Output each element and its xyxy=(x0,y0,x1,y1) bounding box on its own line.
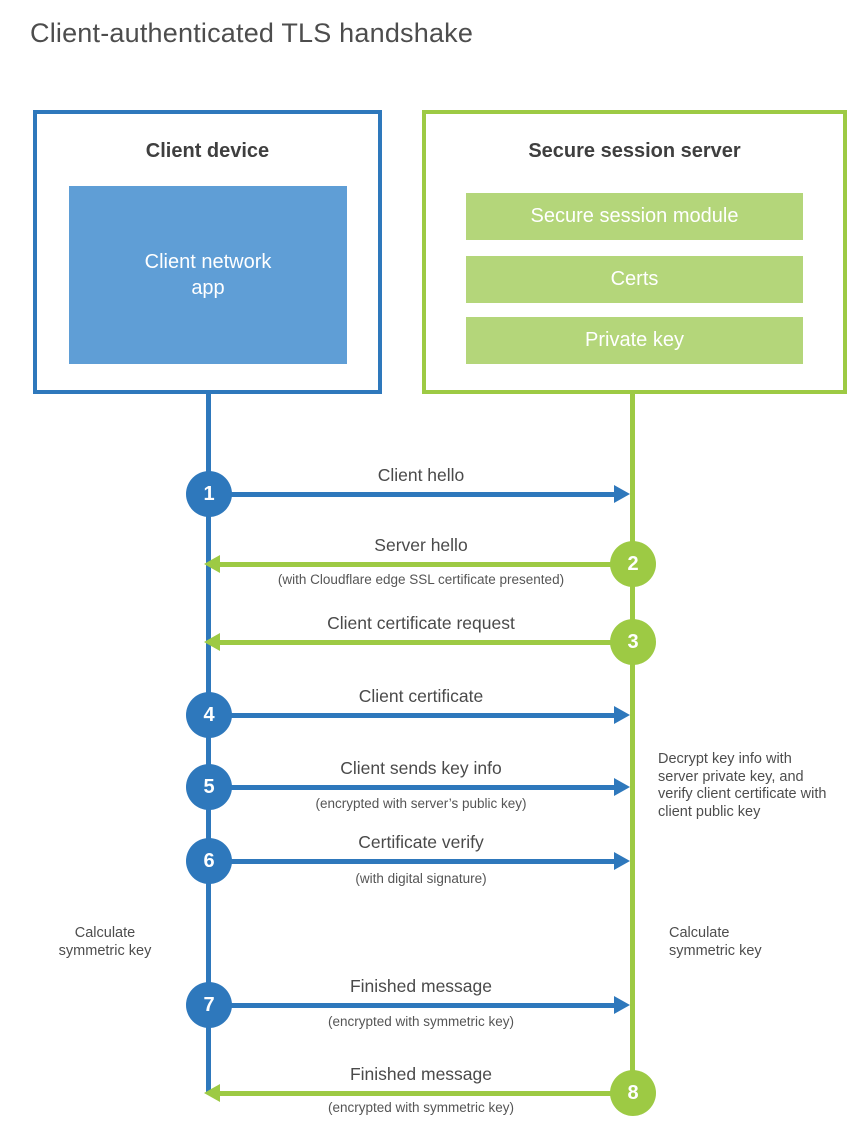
step-3-arrow xyxy=(220,640,633,645)
step-7-label: Finished message xyxy=(349,976,493,996)
server-lifeline xyxy=(630,394,635,1096)
client-device-box: Client device Client network app xyxy=(33,110,382,394)
step-3-circle: 3 xyxy=(610,619,656,665)
decrypt-note: Decrypt key info with server private key… xyxy=(658,751,827,820)
step-1-arrowhead-icon xyxy=(614,485,630,503)
step-3-arrowhead-icon xyxy=(204,633,220,651)
step-5-number: 5 xyxy=(203,775,215,798)
step-7-sublabel: (encrypted with symmetric key) xyxy=(327,1014,515,1029)
step-3-label: Client certificate request xyxy=(327,613,515,633)
step-2-arrow xyxy=(220,562,633,567)
step-8-arrowhead-icon xyxy=(204,1084,220,1102)
calculate-symmetric-key-server: Calculate symmetric key xyxy=(669,925,762,959)
step-2-number: 2 xyxy=(627,552,639,575)
secure-session-server-box: Secure session server Secure session mod… xyxy=(422,110,847,394)
client-device-title: Client device xyxy=(145,140,270,162)
step-8-arrow xyxy=(220,1091,633,1096)
step-7-arrowhead-icon xyxy=(614,996,630,1014)
step-1-circle: 1 xyxy=(186,471,232,517)
step-6-label: Certificate verify xyxy=(358,832,484,852)
step-2-circle: 2 xyxy=(610,541,656,587)
step-5-arrowhead-icon xyxy=(614,778,630,796)
step-4-arrowhead-icon xyxy=(614,706,630,724)
step-4-arrow xyxy=(209,713,616,718)
step-5-sublabel: (encrypted with server’s public key) xyxy=(315,796,527,811)
step-6-sublabel: (with digital signature) xyxy=(355,871,487,886)
step-1-number: 1 xyxy=(203,482,215,505)
server-module-certs: Certs xyxy=(466,256,803,303)
step-8-circle: 8 xyxy=(610,1070,656,1116)
calculate-symmetric-key-client: Calculate symmetric key xyxy=(58,925,152,959)
step-6-circle: 6 xyxy=(186,838,232,884)
step-3-number: 3 xyxy=(627,630,639,653)
secure-session-server-title: Secure session server xyxy=(528,140,741,162)
client-network-app-box: Client network app xyxy=(69,186,347,364)
step-5-circle: 5 xyxy=(186,764,232,810)
client-network-app-label: Client network app xyxy=(144,251,272,299)
step-1-arrow xyxy=(209,492,616,497)
step-5-arrow xyxy=(209,785,616,790)
client-lifeline xyxy=(206,394,211,1093)
server-module-private-key: Private key xyxy=(466,317,803,364)
step-4-circle: 4 xyxy=(186,692,232,738)
server-module-secure-session: Secure session module xyxy=(466,193,803,240)
step-4-number: 4 xyxy=(203,703,215,726)
step-8-number: 8 xyxy=(627,1081,639,1104)
step-7-circle: 7 xyxy=(186,982,232,1028)
step-2-arrowhead-icon xyxy=(204,555,220,573)
step-7-arrow xyxy=(209,1003,616,1008)
step-2-sublabel: (with Cloudflare edge SSL certificate pr… xyxy=(277,572,565,587)
step-8-label: Finished message xyxy=(349,1064,493,1084)
step-4-label: Client certificate xyxy=(358,686,484,706)
step-8-sublabel: (encrypted with symmetric key) xyxy=(327,1100,515,1115)
page-title: Client-authenticated TLS handshake xyxy=(30,18,474,48)
step-6-number: 6 xyxy=(203,849,215,872)
step-1-label: Client hello xyxy=(377,465,465,485)
step-5-label: Client sends key info xyxy=(340,758,502,778)
step-2-label: Server hello xyxy=(374,535,468,555)
step-7-number: 7 xyxy=(203,993,215,1016)
step-6-arrowhead-icon xyxy=(614,852,630,870)
step-6-arrow xyxy=(209,859,616,864)
